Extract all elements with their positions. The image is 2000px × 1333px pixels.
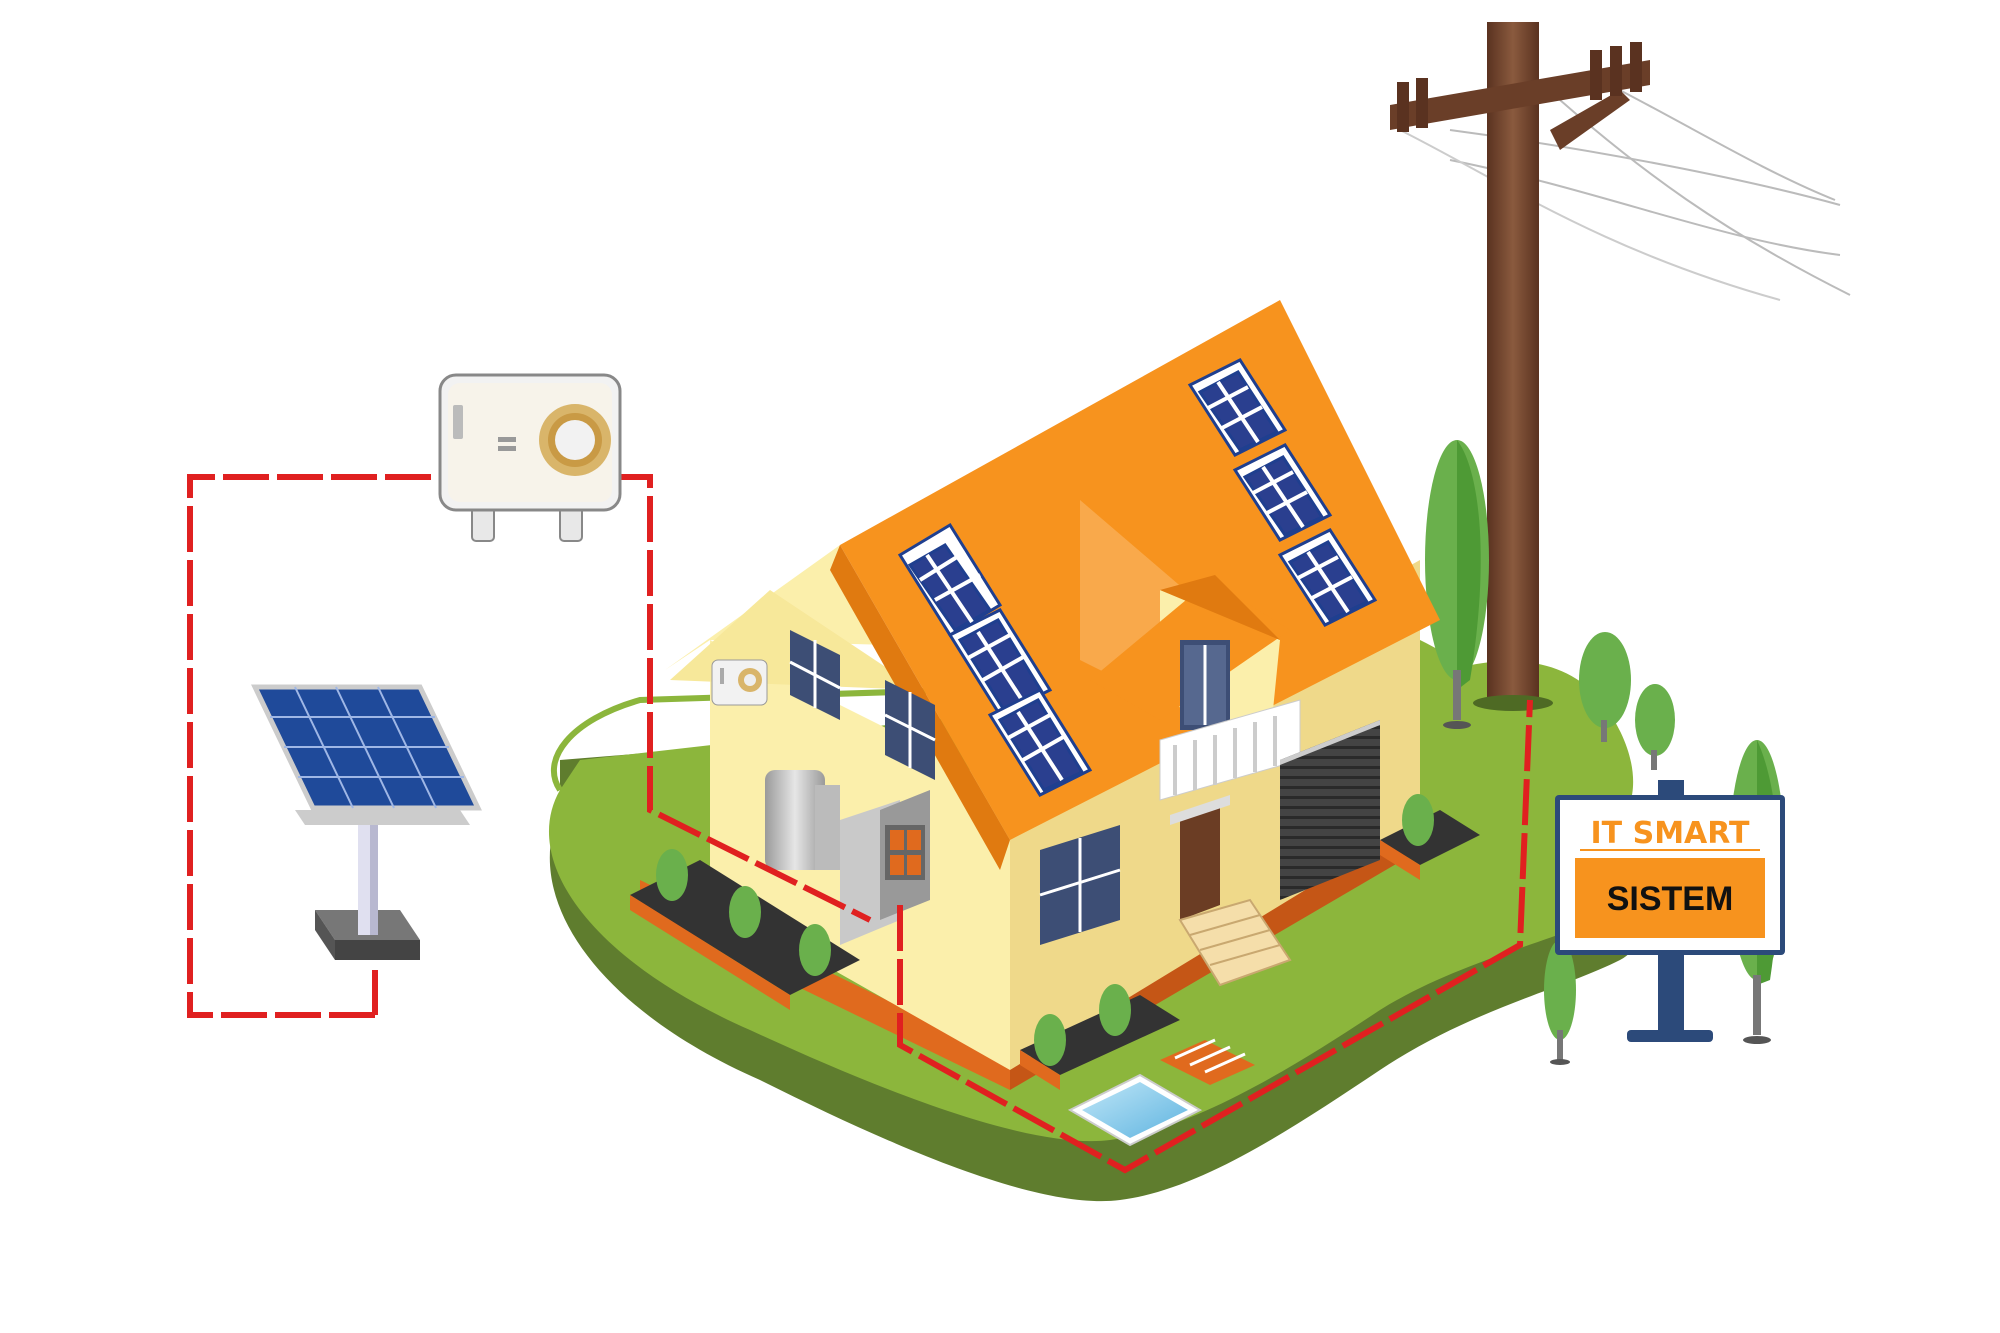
roof-solar-panels (897, 358, 1378, 797)
utility-pole-icon (1390, 22, 1851, 711)
water-heater-tank (765, 770, 840, 870)
solar-panel-icon (251, 684, 482, 960)
sign-top-text: IT SMART (1591, 816, 1751, 851)
wall-inverter-icon (711, 659, 768, 706)
tree-icon (1425, 440, 1489, 729)
electrical-wiring (187, 474, 1533, 1174)
house-icon (640, 300, 1440, 1090)
sign-main-text: SISTEM (1607, 880, 1734, 918)
inverter-icon (438, 373, 622, 542)
roof-panel (1187, 358, 1288, 457)
window (789, 630, 841, 720)
tree-icon (1544, 940, 1576, 1065)
roof-panel (947, 608, 1053, 717)
pool (1067, 1073, 1203, 1147)
window (1039, 825, 1121, 945)
breaker-box (840, 790, 930, 945)
roof-panel (1277, 528, 1378, 627)
roof-panel (1232, 443, 1333, 542)
roof-panel (987, 688, 1093, 797)
sign-icon: IT SMART SISTEM (1555, 780, 1785, 1042)
window (884, 680, 936, 780)
garden-mats (1160, 1038, 1255, 1085)
shrub-icon (656, 794, 1434, 1066)
tree-icon (1579, 632, 1675, 770)
roof-panel (897, 522, 1003, 638)
